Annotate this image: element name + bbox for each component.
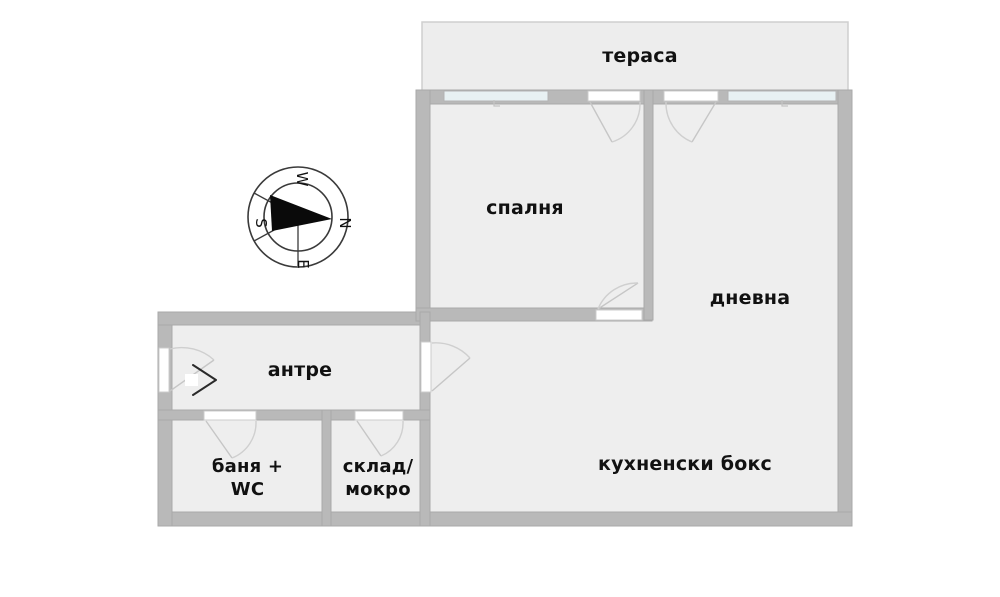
door-bedroom-terrace-panel: [589, 101, 613, 143]
window-bedroom: [443, 90, 549, 102]
door-bedroom-terrace-arc: [611, 101, 641, 143]
wall-hall-top: [157, 311, 431, 326]
door-storage-panel: [356, 420, 382, 457]
door-bathroom-leaf: [203, 410, 257, 421]
room-terrace: [421, 21, 849, 93]
wall-right-exterior: [837, 89, 853, 527]
living-floor: [648, 92, 852, 318]
compass-label-north: N: [336, 217, 354, 228]
door-living-terrace-leaf: [663, 90, 719, 102]
door-entrance-arc: [169, 346, 215, 361]
room-floors: [158, 92, 852, 526]
hall-floor: [158, 314, 430, 420]
wall-hall-wet: [157, 409, 431, 421]
compass-needle: [270, 195, 332, 231]
wall-bottom-exterior: [157, 511, 853, 527]
window-bedroom-sill-mark: [493, 100, 500, 107]
door-hall-kitchen-leaf: [420, 341, 432, 393]
door-living-terrace-panel: [691, 101, 717, 143]
wall-bedroom-left: [415, 89, 431, 321]
window-living-sill-mark: [781, 100, 788, 107]
entrance-arrow-backing: [185, 374, 198, 386]
entrance-arrow-icon: [192, 364, 217, 396]
compass-label-south: S: [252, 218, 270, 228]
wall-bedroom-living: [643, 89, 654, 321]
door-hall-kitchen-panel: [431, 357, 471, 392]
door-entrance-leaf: [158, 347, 170, 393]
bathroom-floor: [158, 412, 330, 526]
door-storage-arc: [380, 420, 404, 457]
door-bedroom-kitchen-arc: [597, 282, 639, 310]
doors: [158, 90, 788, 459]
compass-rose: W N S E: [247, 166, 354, 269]
door-bedroom-terrace-leaf: [587, 90, 641, 102]
wall-bath-storage: [321, 409, 332, 527]
windows: [443, 90, 837, 102]
bedroom-floor: [424, 92, 648, 318]
door-bedroom-kitchen-leaf: [595, 309, 643, 321]
door-living-terrace-arc: [665, 101, 693, 143]
door-storage-leaf: [354, 410, 404, 421]
kitchen-floor: [424, 316, 852, 526]
door-bedroom-kitchen-panel: [597, 282, 639, 310]
door-hall-kitchen-arc: [431, 342, 471, 359]
compass-label-east: E: [294, 259, 312, 268]
door-bathroom-arc: [231, 420, 257, 459]
window-living: [727, 90, 837, 102]
terrace-outline: [421, 21, 849, 93]
door-bathroom-panel: [205, 420, 233, 459]
compass-label-west: W: [293, 172, 311, 187]
storage-floor: [322, 412, 430, 526]
